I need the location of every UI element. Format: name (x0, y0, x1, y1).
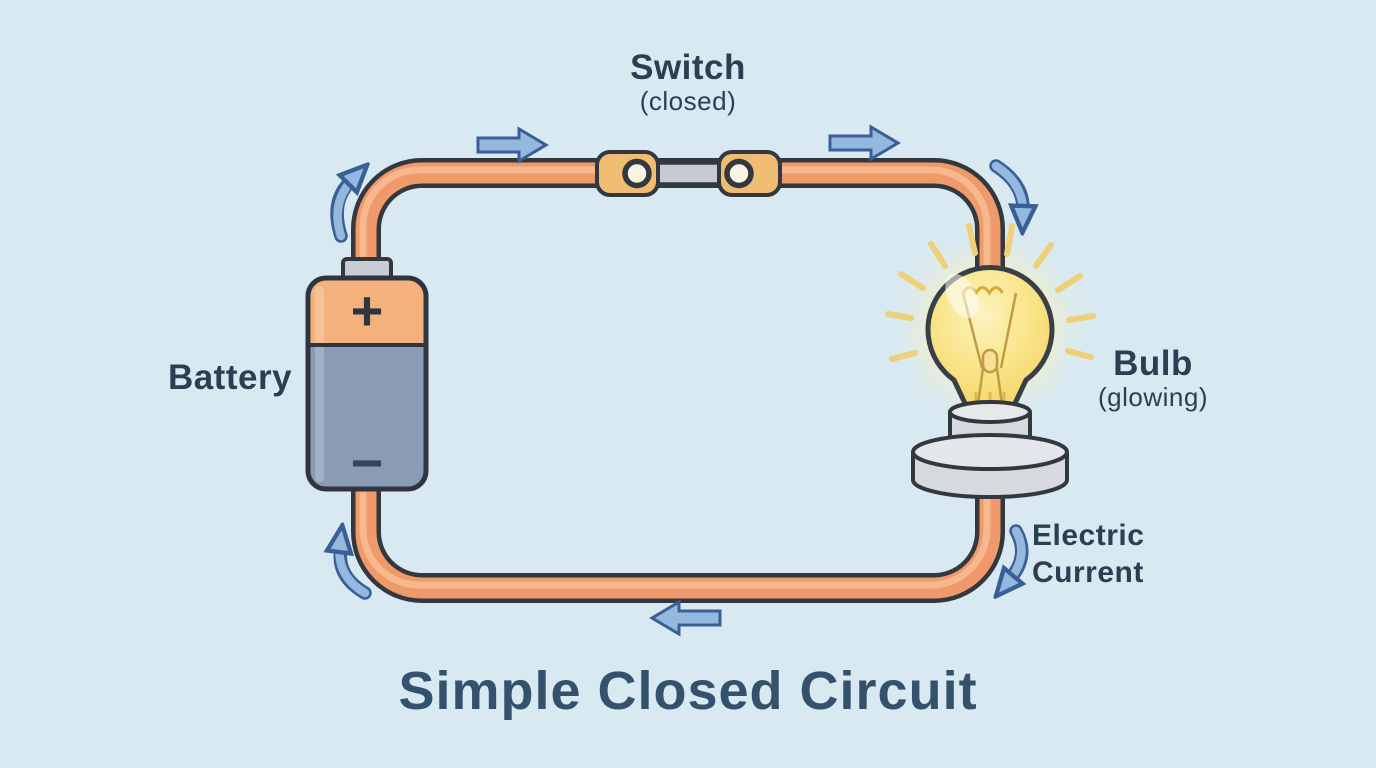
switch-label: Switch (630, 48, 746, 87)
battery-icon: + − (305, 257, 429, 494)
switch-hole-right (724, 158, 754, 189)
battery-outline (305, 275, 429, 492)
battery-label: Battery (167, 358, 293, 397)
electric-current-line2: Current (1032, 556, 1144, 589)
bulb-glass-highlight (945, 273, 979, 319)
bulb-glow-rays (885, 223, 1096, 362)
arrow-right-top-left-icon (476, 126, 549, 164)
battery-positive-section (308, 278, 426, 345)
bulb-state-label: (glowing) (1098, 382, 1208, 412)
arrow-left-bottom-icon (649, 599, 722, 637)
curved-arrow-bottom-left-icon (340, 544, 372, 600)
switch-bar (648, 161, 728, 186)
battery-minus-symbol: − (351, 431, 384, 494)
battery-negative-section (308, 345, 426, 489)
current-flow-arrows (330, 124, 1029, 637)
electric-current-label: Electric Current (1032, 517, 1144, 591)
switch-hole-left (622, 158, 652, 189)
curved-arrow-electric-current-icon (1008, 524, 1029, 582)
curved-arrow-top-right-icon (989, 159, 1023, 214)
bulb-label: Bulb (1113, 344, 1193, 383)
battery-highlight (315, 286, 324, 482)
switch-state-label: (closed) (639, 86, 737, 116)
curved-arrow-top-left-icon (330, 178, 354, 243)
switch-icon (595, 150, 782, 197)
battery-plus-symbol: + (351, 279, 384, 342)
diagram-title: Simple Closed Circuit (398, 661, 978, 721)
electric-current-line1: Electric (1032, 519, 1145, 552)
bulb-icon (911, 265, 1069, 499)
arrow-right-top-right-icon (828, 124, 901, 162)
bulb-base-disc (911, 433, 1069, 499)
